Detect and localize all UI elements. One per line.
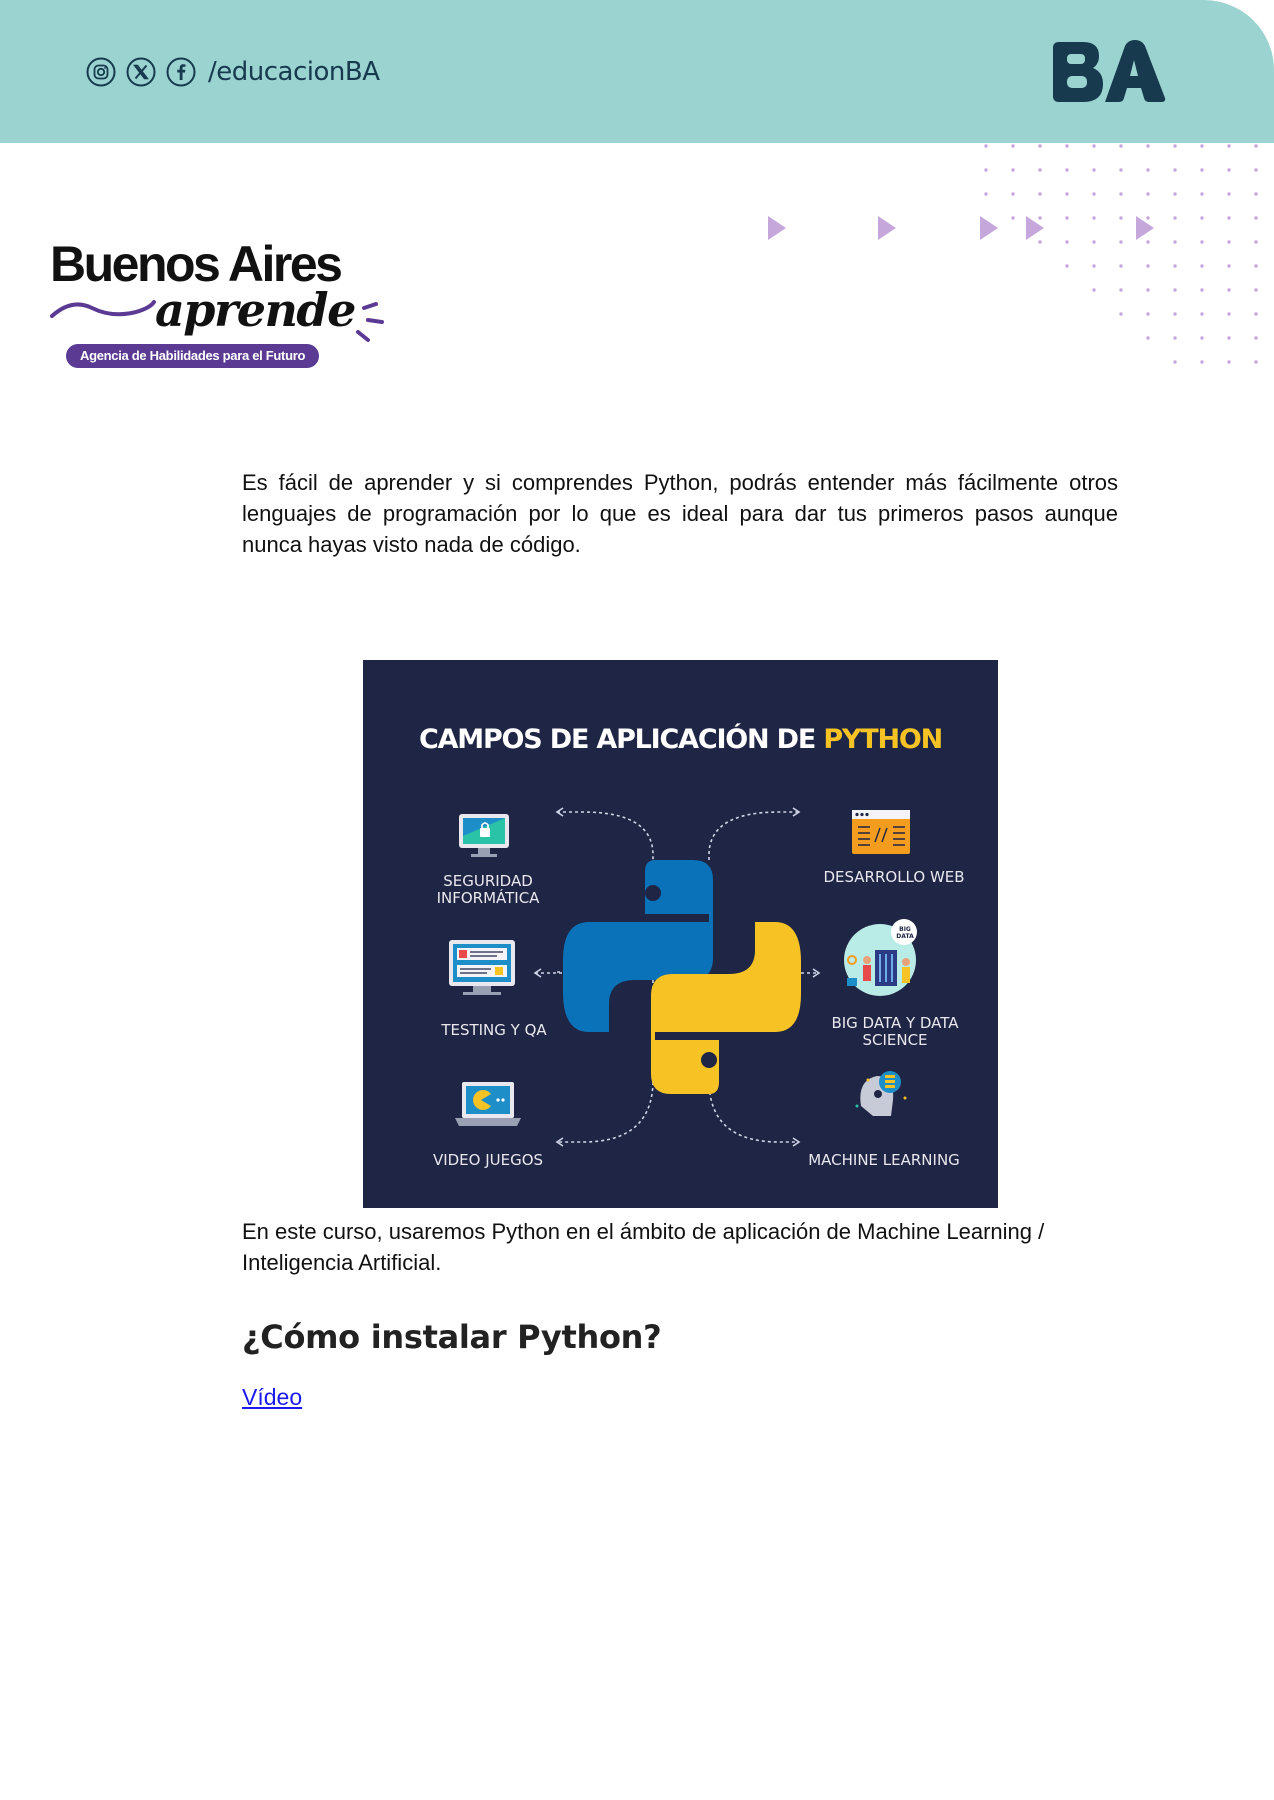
instagram-icon[interactable]: [86, 57, 116, 87]
social-links: /educacionBA: [86, 52, 380, 92]
field-bigdata: BIG DATA Y DATA SCIENCE: [831, 1014, 959, 1049]
brand-subtitle: aprende: [155, 283, 356, 337]
course-paragraph: En este curso, usaremos Python en el ámb…: [242, 1219, 1045, 1275]
python-applications-infographic: CAMPOS DE APLICACIÓN DE PYTHON SEGURIDAD…: [363, 660, 998, 1208]
social-handle[interactable]: /educacionBA: [208, 57, 380, 87]
machine-learning-robot-icon: [855, 1071, 907, 1116]
video-game-laptop-icon: [455, 1082, 521, 1126]
brand-tagline: Agencia de Habilidades para el Futuro: [66, 344, 320, 368]
field-games: VIDEO JUEGOS: [432, 1151, 544, 1169]
field-ml: MACHINE LEARNING: [808, 1151, 960, 1169]
big-data-badge: BIG DATA: [896, 926, 914, 940]
decorative-dot-grid: [984, 144, 1258, 364]
infographic-graphics: [449, 807, 917, 1147]
facebook-icon[interactable]: [166, 57, 196, 87]
python-logo-icon: [563, 860, 801, 1094]
field-testing: TESTING Y QA: [441, 1021, 547, 1039]
decorative-play-arrows: [768, 216, 1154, 240]
testing-monitor-icon: [449, 940, 515, 995]
brand-swoosh-icon: [50, 300, 384, 342]
buenos-aires-aprende-logo: Buenos Aires aprende Agencia de Habilida…: [50, 236, 390, 376]
video-link[interactable]: Vídeo: [242, 1384, 303, 1410]
infographic-title: CAMPOS DE APLICACIÓN DE PYTHON: [418, 724, 943, 755]
install-heading: ¿Cómo instalar Python?: [242, 1318, 662, 1356]
field-security: SEGURIDAD INFORMÁTICA: [436, 872, 540, 907]
field-web: DESARROLLO WEB: [823, 868, 965, 886]
ba-logo: [1053, 40, 1166, 102]
big-data-icon: [844, 919, 917, 996]
x-icon[interactable]: [126, 57, 156, 87]
web-browser-icon: [852, 810, 910, 854]
intro-paragraph: Es fácil de aprender y si comprendes Pyt…: [242, 470, 1118, 557]
header-banner: /educacionBA: [0, 0, 1274, 143]
security-monitor-icon: [459, 814, 509, 857]
brand-title: Buenos Aires: [50, 236, 343, 292]
